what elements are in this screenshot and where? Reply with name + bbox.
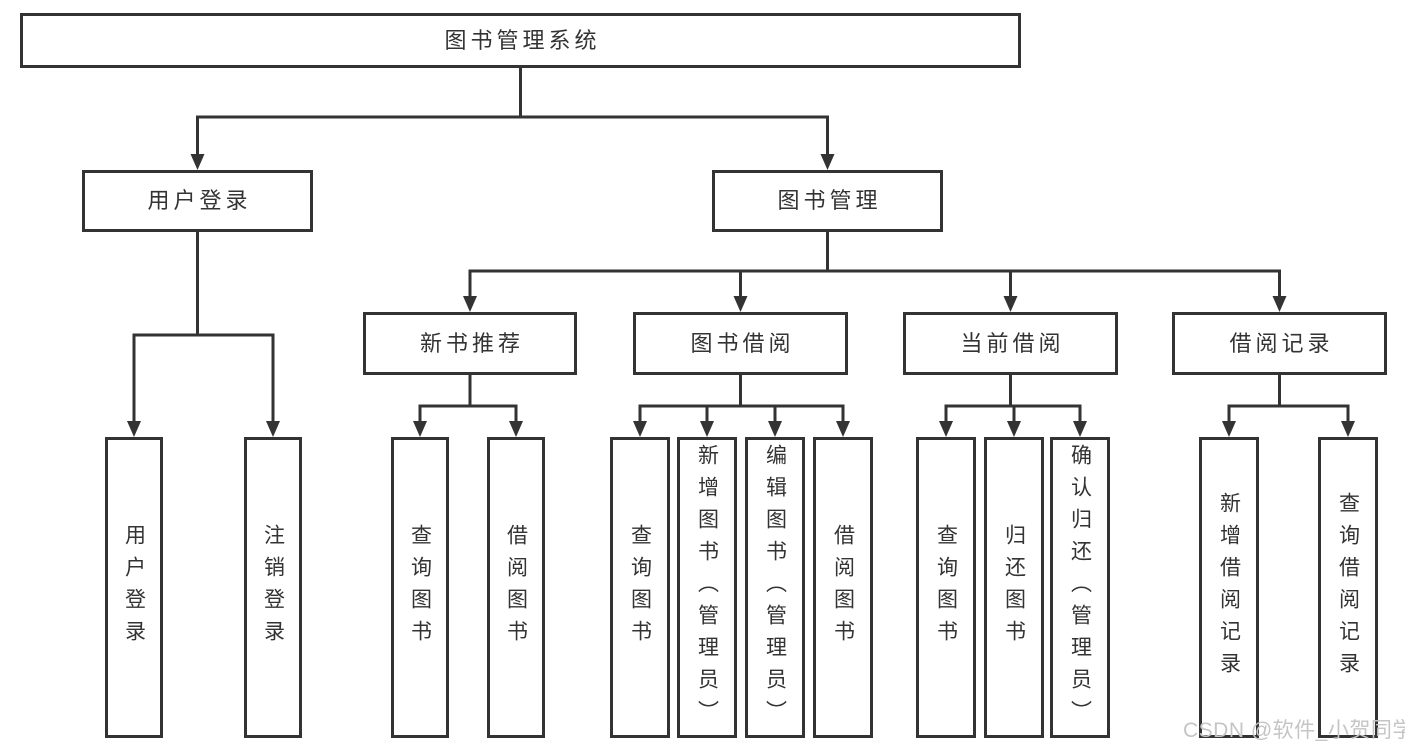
leaf-label: 注销登录 xyxy=(261,523,285,652)
leaf-label: 借阅图书 xyxy=(504,523,528,652)
leaf-query-borrow-record: 查询借阅记录 xyxy=(1318,437,1378,738)
csdn-watermark: CSDN @软件_小贺同学 xyxy=(1183,719,1405,742)
arrowhead-icon xyxy=(1341,421,1355,437)
leaf-label: 用户登录 xyxy=(122,523,146,652)
leaf-query-books-recommend: 查询图书 xyxy=(391,437,449,738)
leaf-edit-books-admin: 编辑图书（管理员） xyxy=(745,437,805,738)
leaf-label: 查询图书 xyxy=(628,523,652,652)
arrowhead-icon xyxy=(836,421,850,437)
arrowhead-icon xyxy=(1007,421,1021,437)
leaf-return-books: 归还图书 xyxy=(984,437,1044,738)
node-book-borrowing: 图书借阅 xyxy=(633,312,848,375)
arrowhead-icon xyxy=(733,296,748,312)
node-label: 借阅记录 xyxy=(1229,330,1334,356)
arrowhead-icon xyxy=(463,296,477,312)
arrowhead-icon xyxy=(939,421,953,437)
leaf-label: 新增图书（管理员） xyxy=(695,443,719,732)
arrowhead-icon xyxy=(768,421,782,437)
leaf-add-books-admin: 新增图书（管理员） xyxy=(677,437,737,738)
leaf-label: 编辑图书（管理员） xyxy=(763,443,787,732)
node-borrowing-records: 借阅记录 xyxy=(1172,312,1387,375)
leaf-label: 查询图书 xyxy=(408,523,432,652)
node-user-login: 用户登录 xyxy=(82,170,313,232)
arrowhead-icon xyxy=(127,421,141,437)
leaf-label: 归还图书 xyxy=(1002,523,1026,652)
arrowhead-icon xyxy=(509,421,523,437)
node-label: 图书借阅 xyxy=(690,330,795,356)
arrowhead-icon xyxy=(700,421,714,437)
arrowhead-icon xyxy=(190,154,205,170)
node-label: 用户登录 xyxy=(147,188,252,213)
leaf-label: 查询借阅记录 xyxy=(1336,491,1360,684)
leaf-query-books-current: 查询图书 xyxy=(916,437,976,738)
leaf-label: 新增借阅记录 xyxy=(1217,491,1241,684)
leaf-user-login: 用户登录 xyxy=(105,437,163,738)
arrowhead-icon xyxy=(1073,421,1087,437)
arrowhead-icon xyxy=(413,421,427,437)
leaf-confirm-return-admin: 确认归还（管理员） xyxy=(1050,437,1110,738)
node-current-borrowing: 当前借阅 xyxy=(903,312,1118,375)
leaf-borrow-books-recommend: 借阅图书 xyxy=(487,437,545,738)
arrowhead-icon xyxy=(1272,296,1287,312)
node-library-system: 图书管理系统 xyxy=(20,13,1021,68)
leaf-borrow-books: 借阅图书 xyxy=(813,437,873,738)
leaf-logout: 注销登录 xyxy=(244,437,302,738)
arrowhead-icon xyxy=(266,421,280,437)
arrowhead-icon xyxy=(820,154,835,170)
node-new-book-recommend: 新书推荐 xyxy=(363,312,577,375)
node-label: 当前借阅 xyxy=(960,330,1065,356)
leaf-label: 确认归还（管理员） xyxy=(1068,443,1092,732)
arrowhead-icon xyxy=(1003,296,1018,312)
leaf-query-books-borrow: 查询图书 xyxy=(610,437,670,738)
node-label: 图书管理系统 xyxy=(444,27,601,53)
leaf-label: 借阅图书 xyxy=(831,523,855,652)
node-label: 新书推荐 xyxy=(419,330,524,356)
arrowhead-icon xyxy=(1222,421,1236,437)
node-book-management: 图书管理 xyxy=(712,170,943,232)
leaf-add-borrow-record: 新增借阅记录 xyxy=(1199,437,1259,738)
node-label: 图书管理 xyxy=(777,188,882,213)
arrowhead-icon xyxy=(633,421,647,437)
leaf-label: 查询图书 xyxy=(934,523,958,652)
